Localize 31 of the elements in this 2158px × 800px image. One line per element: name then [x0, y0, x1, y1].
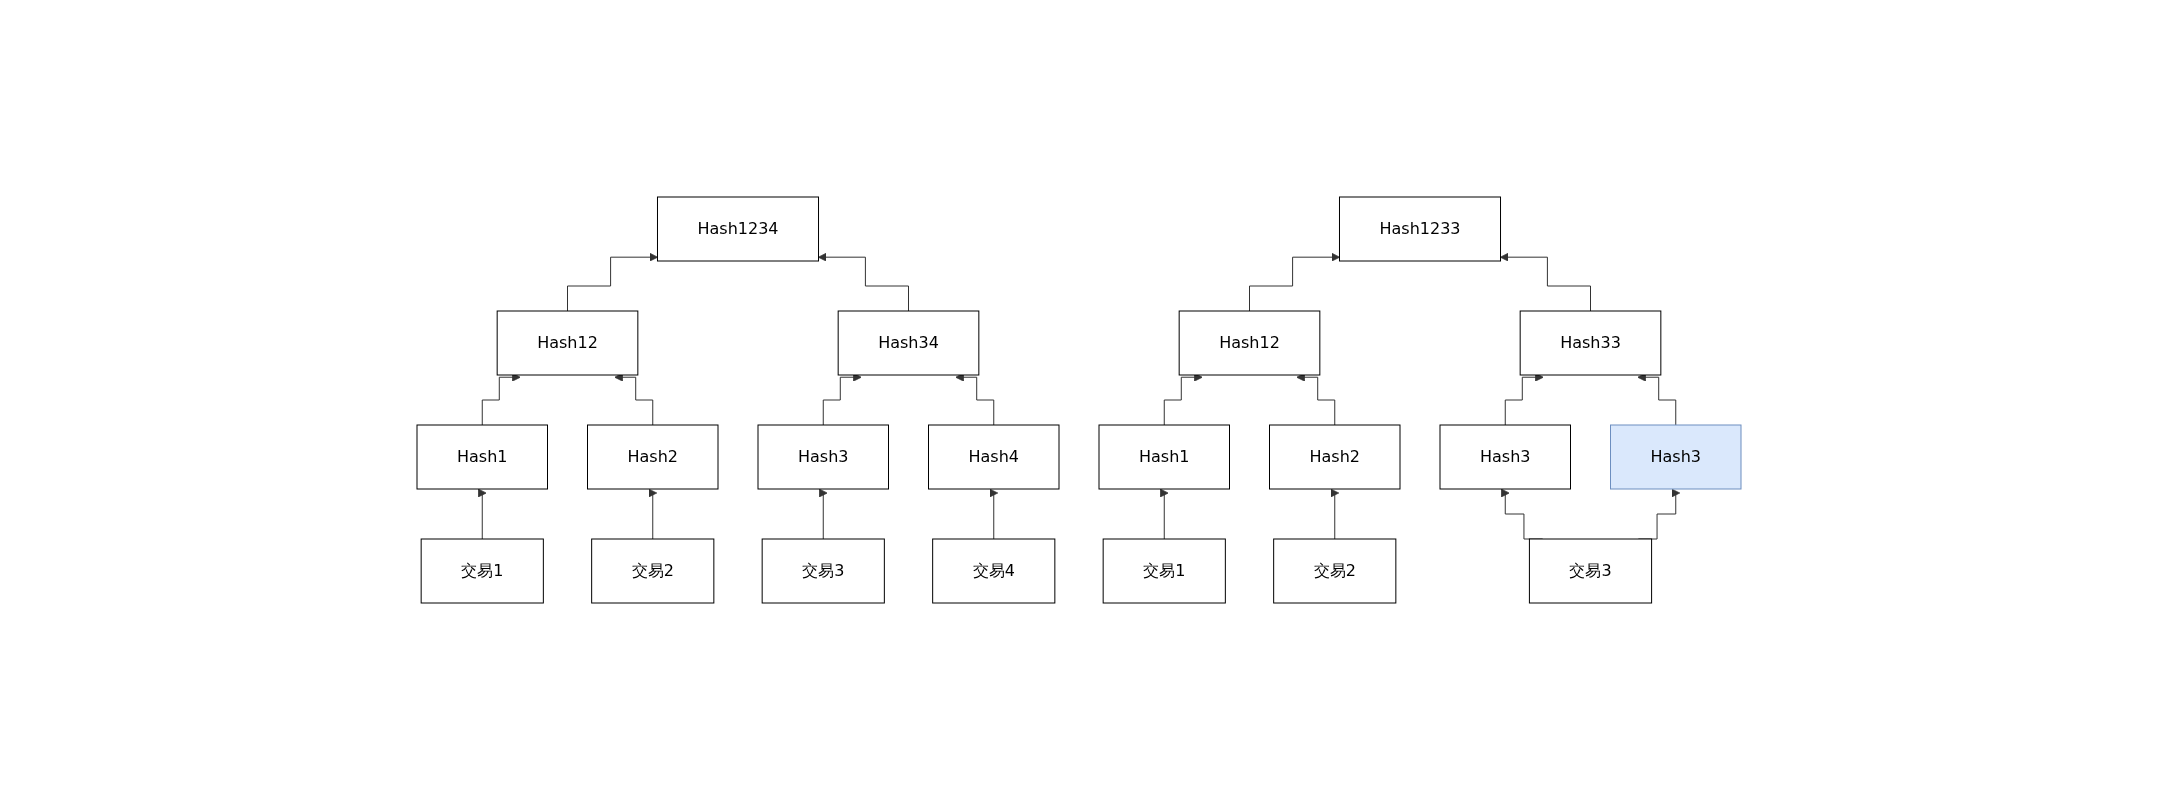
node-box: Hash3	[757, 424, 889, 490]
arrow	[1249, 252, 1341, 312]
node-box: Hash1	[416, 424, 548, 490]
arrow	[989, 488, 999, 540]
node-box: Hash2	[587, 424, 719, 490]
node-box: Hash33	[1519, 310, 1662, 376]
node-box: Hash1234	[657, 196, 819, 262]
arrow	[477, 488, 487, 540]
node-box: Hash34	[837, 310, 980, 376]
arrow	[1159, 488, 1169, 540]
node-box: 交易2	[1273, 538, 1397, 604]
arrow	[1330, 488, 1340, 540]
arrow	[817, 252, 909, 312]
node-box: Hash4	[928, 424, 1060, 490]
node-box: 交易3	[761, 538, 885, 604]
node-box: 交易1	[1102, 538, 1226, 604]
node-box: Hash3	[1610, 424, 1742, 490]
node-box: Hash12	[1178, 310, 1321, 376]
node-box: Hash1	[1098, 424, 1230, 490]
node-box: 交易4	[932, 538, 1056, 604]
arrow	[818, 488, 828, 540]
node-box: 交易2	[591, 538, 715, 604]
arrow	[567, 252, 659, 312]
node-box: Hash2	[1269, 424, 1401, 490]
arrow	[648, 488, 658, 540]
node-box: 交易3	[1528, 538, 1653, 604]
node-box: 交易1	[420, 538, 544, 604]
node-box: Hash3	[1439, 424, 1571, 490]
arrow	[1499, 252, 1591, 312]
node-box: Hash12	[496, 310, 639, 376]
node-box: Hash1233	[1339, 196, 1501, 262]
